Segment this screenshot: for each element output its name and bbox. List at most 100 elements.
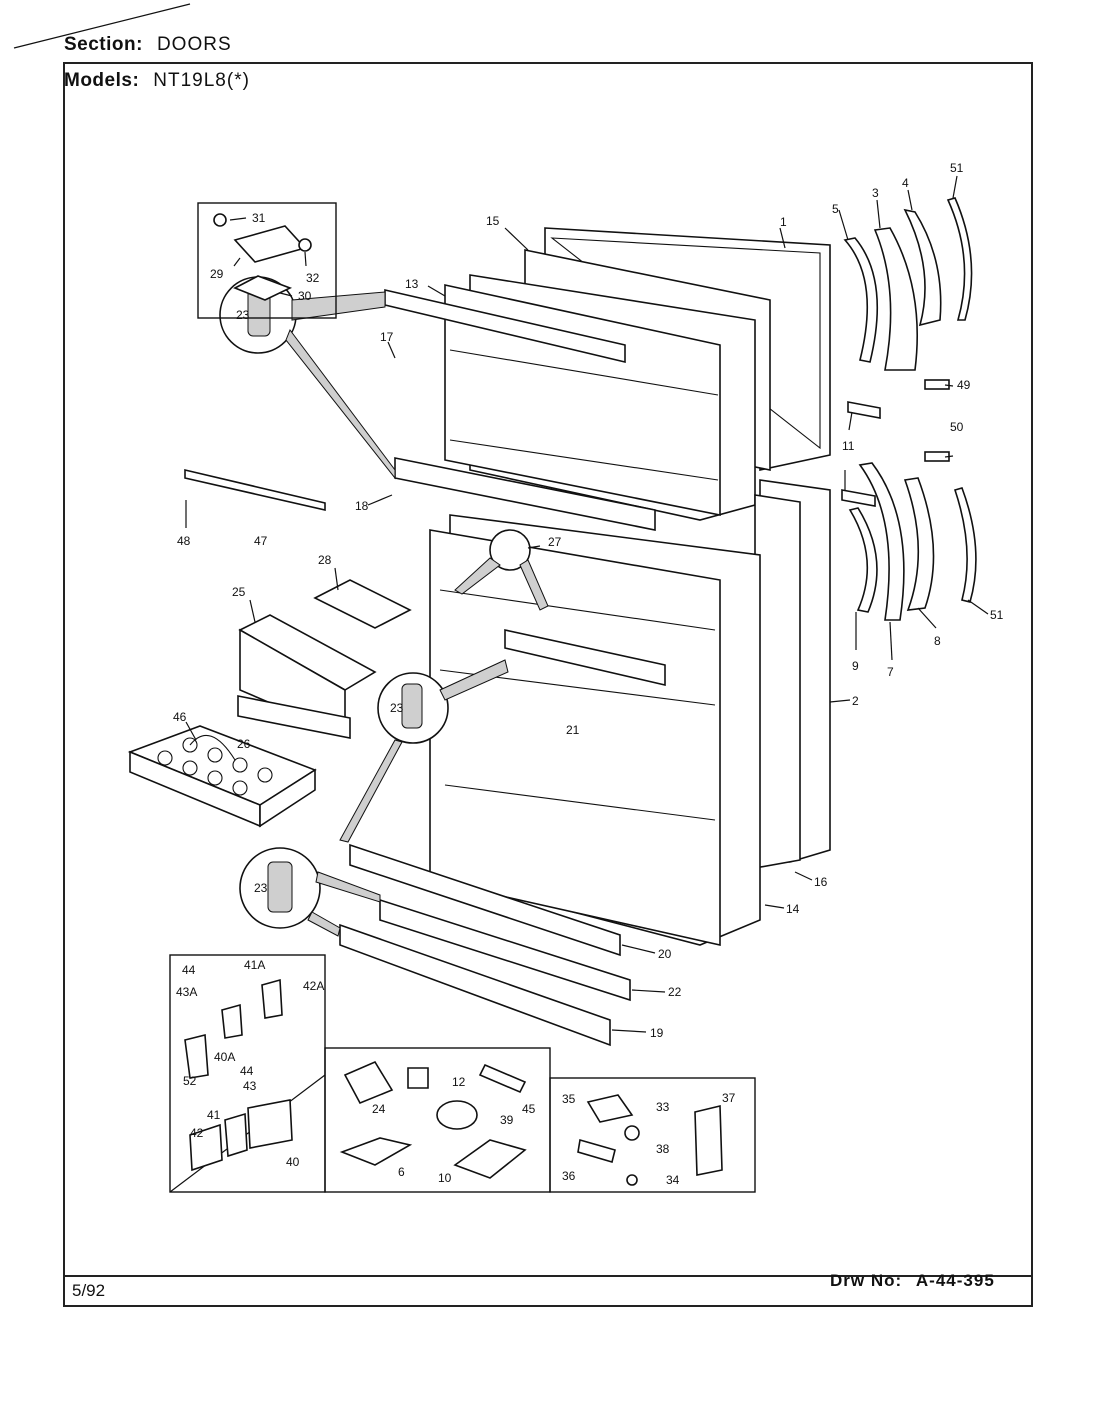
callout-44-right: 44 xyxy=(240,1064,254,1078)
callout-23-upper: 23 xyxy=(236,308,250,322)
hinge-parts-inset-middle xyxy=(324,1047,551,1193)
callout-12: 12 xyxy=(452,1075,466,1089)
callout-11: 11 xyxy=(842,439,855,453)
food-door-liner xyxy=(429,514,761,946)
trim-bar-47 xyxy=(184,468,326,512)
hinge-11-upper xyxy=(847,401,881,419)
callout-51-lower: 51 xyxy=(990,608,1004,622)
section-label: Section: xyxy=(64,34,143,55)
callout-20: 20 xyxy=(658,947,672,961)
hinge-cover-5 xyxy=(843,237,879,363)
callout-27: 27 xyxy=(548,535,562,549)
callout-labels: 1 2 3 4 5 6 7 8 9 10 11 12 13 14 15 16 1… xyxy=(173,161,1004,1187)
models-heading: Models: NT19L8(*) xyxy=(64,70,250,92)
plug-49 xyxy=(924,379,950,390)
footer-divider xyxy=(63,1275,1033,1277)
callout-42: 42 xyxy=(190,1126,204,1140)
callout-2: 2 xyxy=(852,694,859,708)
callout-33: 33 xyxy=(656,1100,670,1114)
callout-41A: 41A xyxy=(244,958,265,972)
callout-48: 48 xyxy=(177,534,191,548)
callout-6: 6 xyxy=(398,1165,405,1179)
callout-43A: 43A xyxy=(176,985,197,999)
leader-lines xyxy=(185,175,989,1033)
door-bar-20 xyxy=(349,843,621,957)
callout-19: 19 xyxy=(650,1026,664,1040)
callout-24: 24 xyxy=(372,1102,386,1116)
hinge-cover-9 xyxy=(848,507,878,613)
callout-49: 49 xyxy=(957,378,971,392)
callout-13: 13 xyxy=(405,277,419,291)
callout-8: 8 xyxy=(934,634,941,648)
clip-detail-lower xyxy=(239,847,381,937)
callout-23-lower: 23 xyxy=(254,881,268,895)
section-heading: Section: DOORS xyxy=(64,34,232,56)
drawing-number-label: Drw No: xyxy=(830,1271,903,1290)
callout-4: 4 xyxy=(902,176,909,190)
callout-28: 28 xyxy=(318,553,332,567)
hinge-cover-7 xyxy=(858,462,905,621)
callout-7: 7 xyxy=(887,665,894,679)
callout-23-middle: 23 xyxy=(390,701,404,715)
callout-41: 41 xyxy=(207,1108,221,1122)
callout-16: 16 xyxy=(814,875,828,889)
callout-43: 43 xyxy=(243,1079,257,1093)
hinge-parts-inset-right xyxy=(549,1077,756,1193)
callout-40A: 40A xyxy=(214,1050,235,1064)
callout-40: 40 xyxy=(286,1155,300,1169)
callout-38: 38 xyxy=(656,1142,670,1156)
hinge-parts-inset-left xyxy=(169,954,326,1193)
cover-28 xyxy=(313,579,412,629)
callout-25: 25 xyxy=(232,585,246,599)
callout-18: 18 xyxy=(355,499,369,513)
callout-14: 14 xyxy=(786,902,800,916)
callout-37: 37 xyxy=(722,1091,736,1105)
door-bar-19 xyxy=(339,923,611,1047)
callout-3: 3 xyxy=(872,186,879,200)
callout-17: 17 xyxy=(380,330,394,344)
callout-39: 39 xyxy=(500,1113,514,1127)
callout-21: 21 xyxy=(566,723,580,737)
callout-44-left: 44 xyxy=(182,963,196,977)
callout-42A: 42A xyxy=(303,979,324,993)
drawing-date: 5/92 xyxy=(72,1281,106,1300)
drawing-frame xyxy=(63,62,1033,1307)
callout-36: 36 xyxy=(562,1169,576,1183)
callout-10: 10 xyxy=(438,1171,452,1185)
callout-5: 5 xyxy=(832,202,839,216)
models-value: NT19L8(*) xyxy=(153,70,250,91)
drawing-number: A-44-395 xyxy=(915,1271,995,1290)
callout-52: 52 xyxy=(183,1074,197,1088)
hinge-trim-51-upper xyxy=(946,197,973,321)
butter-compartment-bottom xyxy=(237,695,351,739)
callout-29: 29 xyxy=(210,267,224,281)
callout-22: 22 xyxy=(668,985,682,999)
drawing-number-block: Drw No: A-44-395 xyxy=(830,1271,995,1291)
callout-45: 45 xyxy=(522,1102,536,1116)
hinge-11-lower xyxy=(841,489,876,507)
hinge-cover-3 xyxy=(873,227,919,371)
callout-31: 31 xyxy=(252,211,266,225)
clip-detail-upper xyxy=(219,276,396,480)
callout-46: 46 xyxy=(173,710,187,724)
hinge-trim-51-lower xyxy=(953,487,977,603)
hinge-cover-8 xyxy=(903,477,935,611)
callout-47: 47 xyxy=(254,534,268,548)
food-door-outer xyxy=(754,479,831,869)
hinge-pin-inset xyxy=(197,202,337,319)
callout-15: 15 xyxy=(486,214,500,228)
callout-9: 9 xyxy=(852,659,859,673)
callout-30: 30 xyxy=(298,289,312,303)
callout-35: 35 xyxy=(562,1092,576,1106)
callout-32: 32 xyxy=(306,271,320,285)
models-label: Models: xyxy=(64,70,140,91)
clip-detail-middle xyxy=(339,659,509,843)
scan-mark xyxy=(13,3,191,49)
door-bar-22 xyxy=(379,898,631,1002)
section-value: DOORS xyxy=(156,34,232,55)
callout-34: 34 xyxy=(666,1173,680,1187)
egg-tray xyxy=(127,725,317,828)
food-shelf-bar-21 xyxy=(504,629,666,687)
callout-26: 26 xyxy=(237,737,251,751)
